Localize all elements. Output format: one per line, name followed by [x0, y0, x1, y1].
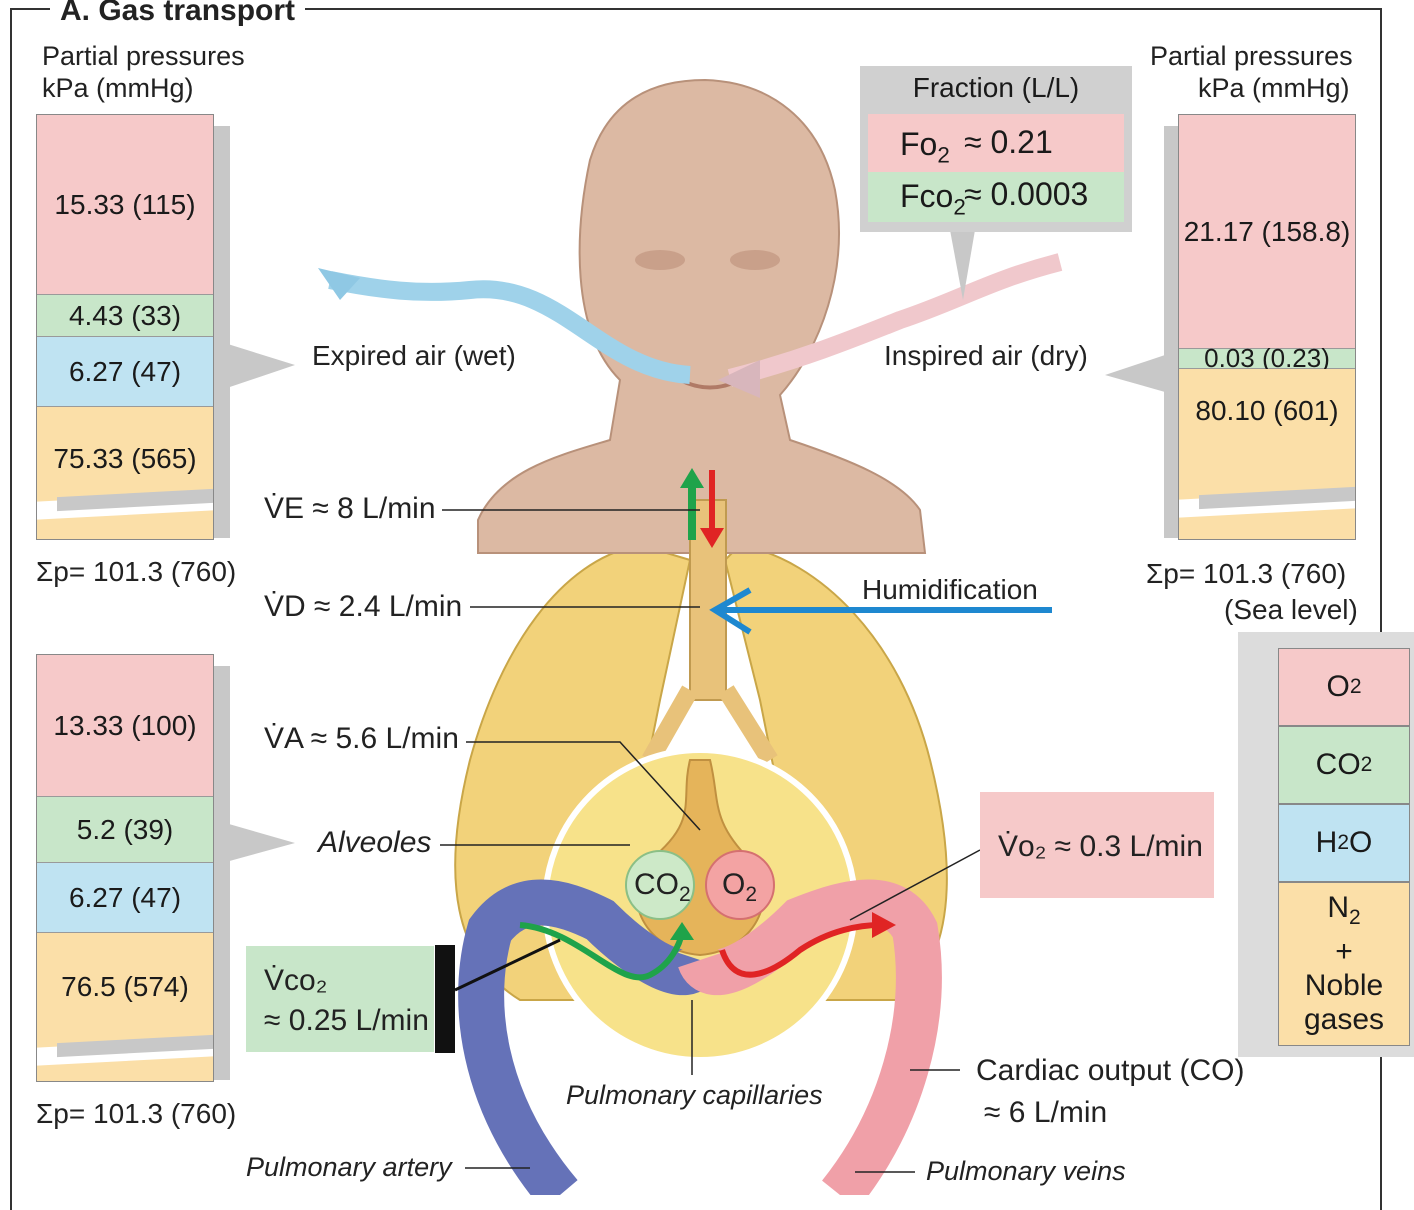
expired-air-label: Expired air (wet)	[312, 340, 516, 372]
co2-segment: 0.03 (0.23)	[1179, 349, 1355, 369]
fco2-row: Fco2 ≈ 0.0003	[868, 172, 1124, 222]
left-top-pressure-bar: 15.33 (115) 4.43 (33) 6.27 (47) 75.33 (5…	[36, 114, 214, 540]
h2o-segment: 6.27 (47)	[37, 337, 213, 407]
o2-segment: 21.17 (158.8)	[1179, 115, 1355, 349]
co2-segment: 5.2 (39)	[37, 797, 213, 863]
dead-space-ventilation-label: V̇D ≈ 2.4 L/min	[264, 590, 462, 624]
left-top-label-line2: kPa (mmHg)	[42, 72, 194, 104]
vco2-bracket	[435, 945, 455, 1053]
pulmonary-artery-label: Pulmonary artery	[246, 1152, 452, 1183]
h2o-segment: 6.27 (47)	[37, 863, 213, 933]
head-illustration	[478, 80, 925, 553]
right-top-label-line2: kPa (mmHg)	[1198, 72, 1350, 104]
vo2-label: V̇o₂ ≈ 0.3 L/min	[998, 830, 1203, 864]
humidification-label: Humidification	[862, 574, 1038, 606]
fo2-row: Fo2 ≈ 0.21	[868, 114, 1124, 172]
inspired-air-label: Inspired air (dry)	[884, 340, 1088, 372]
left-bottom-sum: Σp= 101.3 (760)	[36, 1098, 236, 1130]
vco2-box: V̇co₂ ≈ 0.25 L/min	[246, 946, 434, 1052]
alveolar-ventilation-label: V̇A ≈ 5.6 L/min	[264, 722, 459, 756]
o2-bubble-label: O2	[722, 868, 757, 907]
vco2-label-line2: ≈ 0.25 L/min	[264, 1004, 429, 1038]
capillaries-label: Pulmonary capillaries	[566, 1080, 823, 1111]
fraction-header: Fraction (L/L)	[860, 72, 1132, 104]
o2-segment: 15.33 (115)	[37, 115, 213, 295]
vco2-label-line1: V̇co₂	[264, 964, 327, 998]
cardiac-output-label-line2: ≈ 6 L/min	[984, 1096, 1107, 1130]
left-top-sum: Σp= 101.3 (760)	[36, 556, 236, 588]
fo2-value: ≈ 0.21	[964, 124, 1053, 161]
sea-level-note: (Sea level)	[1224, 594, 1358, 626]
minute-ventilation-label: V̇E ≈ 8 L/min	[264, 492, 436, 526]
co2-bubble-label: CO2	[634, 868, 691, 907]
alveoles-label: Alveoles	[318, 826, 431, 860]
cardiac-output-label-line1: Cardiac output (CO)	[976, 1054, 1244, 1088]
right-top-label-line1: Partial pressures	[1150, 40, 1353, 72]
left-bottom-pressure-bar: 13.33 (100) 5.2 (39) 6.27 (47) 76.5 (574…	[36, 654, 214, 1082]
fraction-box: Fraction (L/L) Fo2 ≈ 0.21 Fco2 ≈ 0.0003	[860, 66, 1132, 232]
legend-n2-noble-gases: N2 + Noble gases	[1278, 882, 1410, 1046]
left-top-label-line1: Partial pressures	[42, 40, 245, 72]
fco2-value: ≈ 0.0003	[964, 176, 1088, 213]
right-top-sum: Σp= 101.3 (760)	[1146, 558, 1346, 590]
n2-segment: 75.33 (565)	[37, 407, 213, 539]
right-top-pressure-bar: 21.17 (158.8) 0.03 (0.23) 80.10 (601)	[1178, 114, 1356, 540]
vo2-box: V̇o₂ ≈ 0.3 L/min	[980, 792, 1214, 898]
o2-segment: 13.33 (100)	[37, 655, 213, 797]
co2-segment: 4.43 (33)	[37, 295, 213, 337]
pulmonary-veins-label: Pulmonary veins	[926, 1156, 1126, 1187]
